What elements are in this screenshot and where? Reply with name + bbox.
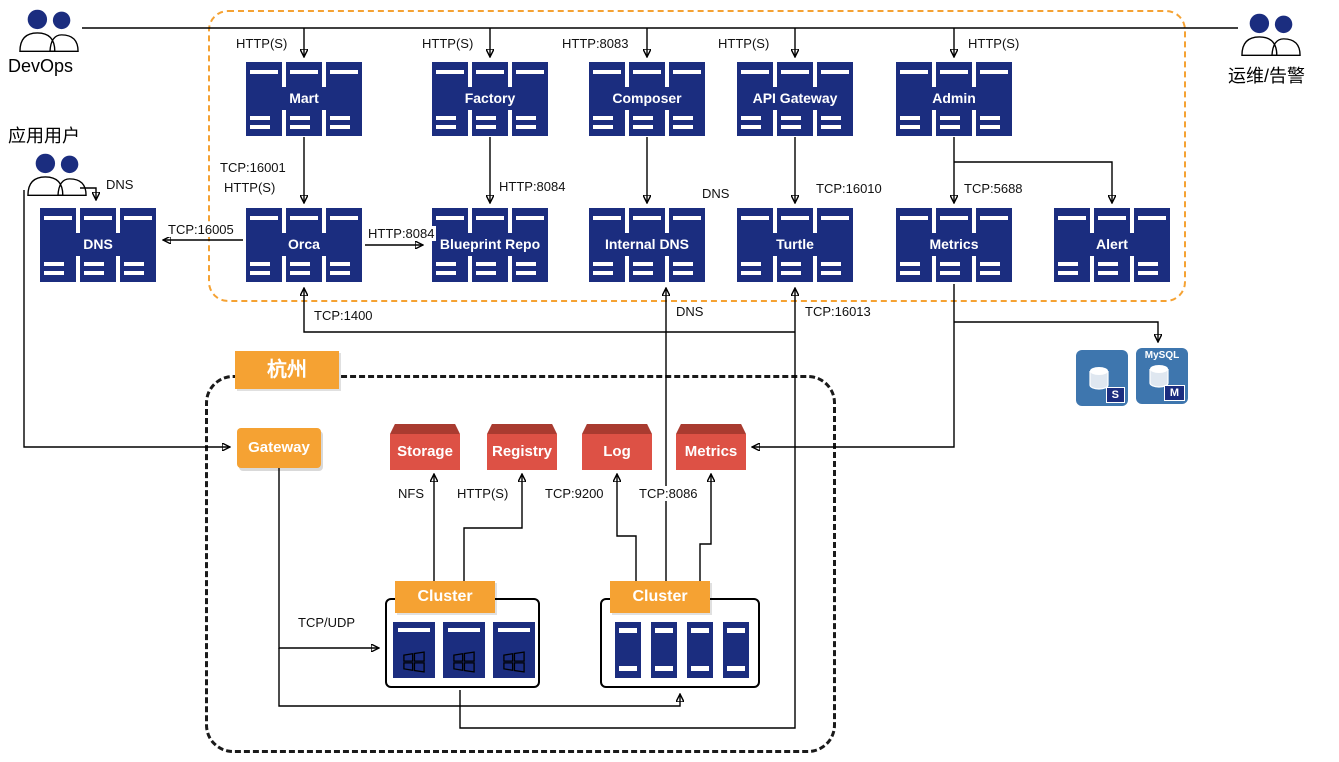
edge-label-factory-in: HTTP(S): [420, 36, 476, 51]
wire-metrics-metricsbucket: [752, 284, 955, 447]
edge-label-https-registry: HTTP(S): [455, 486, 511, 501]
node-log-bucket: Log: [582, 424, 652, 470]
mysql-title: MySQL: [1144, 350, 1180, 361]
node-label-alert: Alert: [1054, 233, 1170, 256]
node-registry-bucket: Registry: [487, 424, 557, 470]
node-storage-bucket: Storage: [390, 424, 460, 470]
edge-label-mart-in: HTTP(S): [234, 36, 290, 51]
db-cylinder-icon: [1149, 365, 1169, 388]
bucket-top-face: [390, 424, 460, 434]
node-label-factory: Factory: [432, 87, 548, 110]
node-turtle: Turtle: [737, 208, 853, 282]
node-label-dns: DNS: [40, 233, 156, 256]
wire-feed-orca: [304, 288, 795, 333]
node-label-api-gateway: API Gateway: [737, 87, 853, 110]
bucket-top-face: [676, 424, 746, 434]
app-user-label: 应用用户: [8, 126, 80, 146]
edge-label-tcp16013: TCP:16013: [803, 304, 873, 319]
devops-label: DevOps: [8, 56, 74, 76]
node-factory: Factory: [432, 62, 548, 136]
edge-label-tcp8086: TCP:8086: [637, 486, 700, 501]
node-admin: Admin: [896, 62, 1012, 136]
edge-label-tcpudp: TCP/UDP: [296, 615, 358, 630]
wire-rightcluster-log: [617, 474, 637, 596]
node-api-gateway: API Gateway: [737, 62, 853, 136]
node-metrics: Metrics: [896, 208, 1012, 282]
edge-label-nfs: NFS: [396, 486, 426, 501]
edge-label-tcp5688: TCP:5688: [962, 181, 1025, 196]
db-letter: S: [1105, 387, 1125, 403]
edge-label-tcp9200: TCP:9200: [543, 486, 606, 501]
edge-label-tcp16001: TCP:16001: [218, 160, 288, 175]
hangzhou-zone-border: [205, 375, 836, 753]
wire-leftcluster-registry: [463, 474, 522, 596]
platform-zone-border: [208, 10, 1186, 302]
db-letter: M: [1163, 385, 1185, 401]
node-label-composer: Composer: [589, 87, 705, 110]
node-metrics-bucket: Metrics: [676, 424, 746, 470]
server-icon: [651, 622, 677, 678]
node-composer: Composer: [589, 62, 705, 136]
edge-label-tcp1400: TCP:1400: [312, 308, 375, 323]
edge-label-tcp16010: TCP:16010: [814, 181, 884, 196]
node-blueprint-repo: Blueprint Repo: [432, 208, 548, 282]
windows-server-icon: [493, 622, 535, 678]
edge-label-user-dns: DNS: [104, 177, 136, 192]
node-dns: DNS: [40, 208, 156, 282]
node-label-orca: Orca: [246, 233, 362, 256]
server-icon: [723, 622, 749, 678]
ops-alert-label: 运维/告警: [1228, 66, 1306, 86]
edge-label-http8084-factory: HTTP:8084: [497, 179, 568, 194]
left-cluster-badge: Cluster: [395, 581, 495, 613]
node-label-turtle: Turtle: [737, 233, 853, 256]
node-label-internal-dns: Internal DNS: [589, 233, 705, 256]
node-label-admin: Admin: [896, 87, 1012, 110]
wire-admin-alert: [954, 161, 1112, 203]
node-label-blueprint-repo: Blueprint Repo: [432, 233, 548, 256]
edge-label-dns-internal: DNS: [700, 186, 732, 201]
bucket-label-registry: Registry: [487, 434, 557, 470]
bucket-top-face: [582, 424, 652, 434]
ops-alert-users-icon: [1241, 13, 1301, 57]
wire-user-gateway: [23, 190, 230, 447]
node-label-mart: Mart: [246, 87, 362, 110]
edge-label-admin-in: HTTP(S): [966, 36, 1022, 51]
node-gateway: Gateway: [237, 428, 321, 468]
app-users-icon: [27, 153, 87, 197]
node-label-metrics: Metrics: [896, 233, 1012, 256]
wire-leftcluster-turtle: [459, 288, 795, 729]
wire-rightcluster-metricsbucket: [699, 474, 711, 596]
db-cylinder-icon: [1089, 367, 1109, 390]
hangzhou-zone-badge: 杭州: [235, 351, 339, 389]
windows-server-icon: [443, 622, 485, 678]
windows-cluster-box: [385, 598, 540, 688]
node-alert: Alert: [1054, 208, 1170, 282]
wire-metrics-mysql: [954, 321, 1158, 342]
edge-label-composer-in: HTTP:8083: [560, 36, 631, 51]
node-orca: Orca: [246, 208, 362, 282]
right-cluster-badge: Cluster: [610, 581, 710, 613]
bucket-label-log: Log: [582, 434, 652, 470]
node-internal-dns: Internal DNS: [589, 208, 705, 282]
bucket-label-storage: Storage: [390, 434, 460, 470]
wire-gateway-rightcluster: [278, 648, 680, 707]
server-icon: [687, 622, 713, 678]
server-cluster-box: [600, 598, 760, 688]
edge-label-https-mart-orca: HTTP(S): [222, 180, 278, 195]
mysql-db-icon: MySQL M: [1136, 348, 1188, 404]
edge-label-http8084-orca: HTTP:8084: [366, 226, 437, 241]
server-icon: [615, 622, 641, 678]
windows-server-icon: [393, 622, 435, 678]
node-mart: Mart: [246, 62, 362, 136]
bucket-top-face: [487, 424, 557, 434]
bucket-label-metrics: Metrics: [676, 434, 746, 470]
storage-db-icon: S: [1076, 350, 1128, 406]
edge-label-dns-up: DNS: [674, 304, 706, 319]
edge-label-tcp16005: TCP:16005: [166, 222, 236, 237]
edge-label-apigw-in: HTTP(S): [716, 36, 772, 51]
devops-users-icon: [19, 9, 79, 53]
